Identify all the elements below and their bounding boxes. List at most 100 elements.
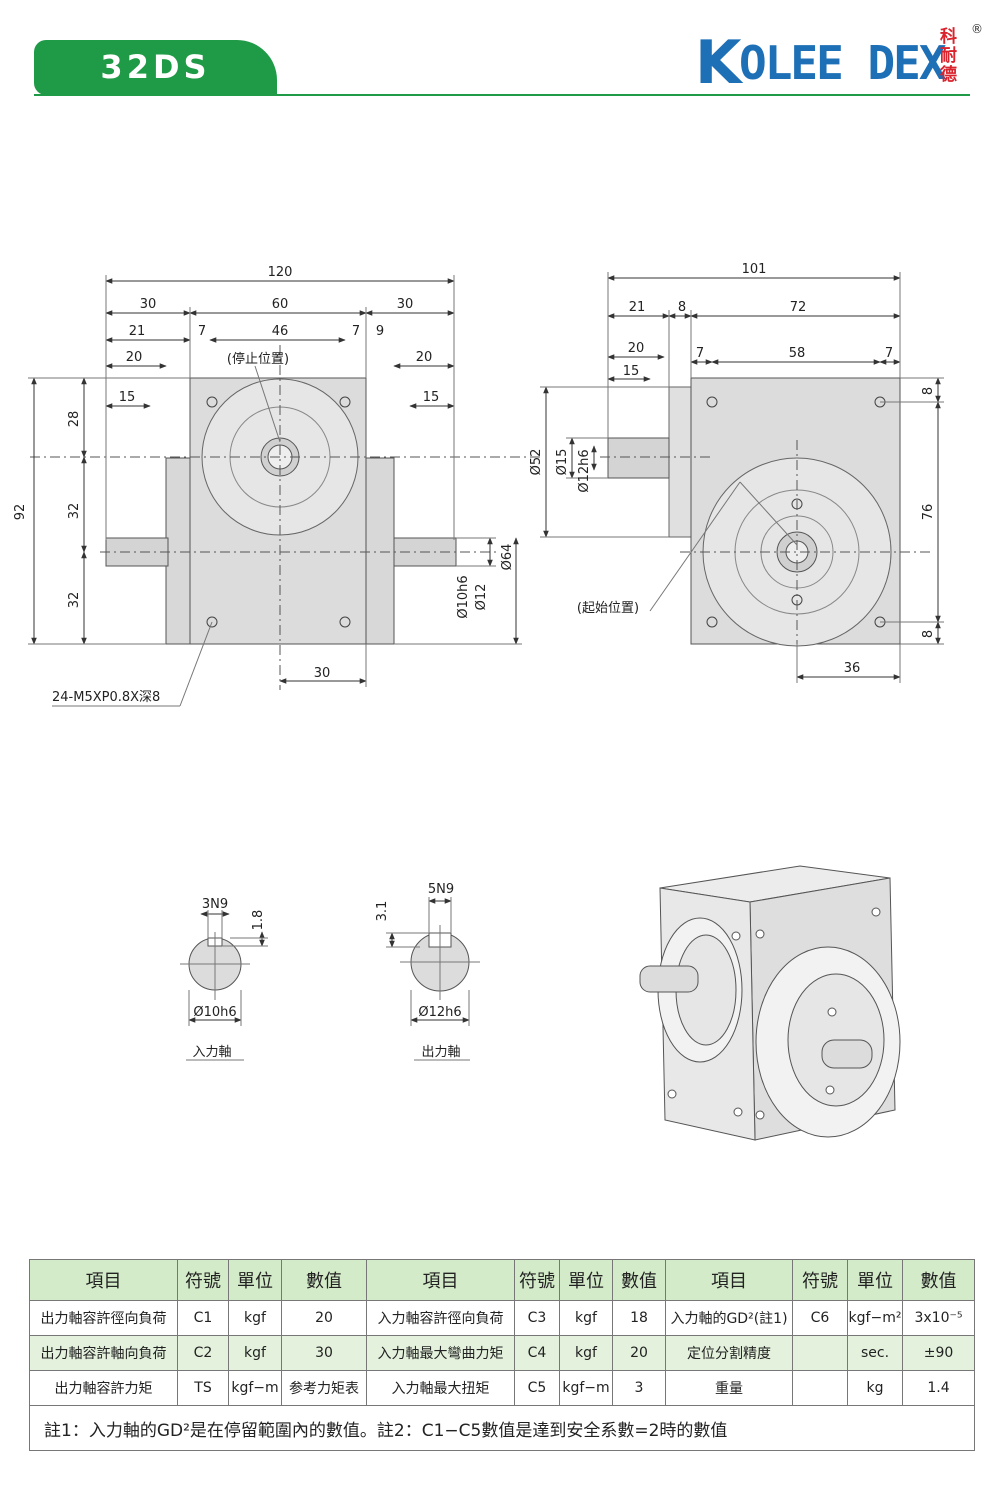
table-cell: kgf−m: [559, 1370, 613, 1406]
col-symbol-1: 符號: [177, 1259, 229, 1301]
table-cell: 30: [281, 1335, 367, 1371]
side-view: 101 21 8 72 20 7 58 7 15 Ø52 Ø15 Ø12h6 8…: [529, 262, 944, 683]
input-key-depth: 1.8: [251, 910, 266, 931]
dim-housing-width: 60: [272, 297, 289, 312]
col-unit-1: 單位: [228, 1259, 282, 1301]
dim-28: 28: [67, 411, 82, 428]
table-header-row: 項目 符號 單位 數值 項目 符號 單位 數值 項目 符號 單位 數值: [29, 1259, 975, 1301]
dim-right-offset: 30: [397, 297, 414, 312]
dim-15-left: 15: [119, 390, 136, 405]
dim-side-72: 72: [790, 300, 807, 315]
dim-side-overall: 101: [742, 262, 767, 277]
dim-21: 21: [129, 324, 146, 339]
table-cell: C6: [792, 1300, 848, 1336]
output-shaft-caption: 出力軸: [421, 1045, 460, 1060]
table-cell: 入力軸容許徑向負荷: [366, 1300, 515, 1336]
col-item-3: 項目: [665, 1259, 793, 1301]
table-row: 出力軸容許軸向負荷 C2 kgf 30 入力軸最大彎曲力矩 C4 kgf 20 …: [29, 1335, 975, 1371]
table-cell: C5: [514, 1370, 560, 1406]
hole-callout: 24-M5XP0.8X深8: [52, 690, 160, 705]
col-value-2: 數值: [612, 1259, 666, 1301]
model-tab: [34, 40, 277, 95]
table-cell: C2: [177, 1335, 229, 1371]
table-note-row: 註1：入力軸的GD²是在停留範圍內的數值。註2：C1−C5數值是達到安全系數=2…: [29, 1405, 975, 1451]
dim-overall-height: 92: [13, 504, 28, 521]
table-cell: 定位分割精度: [665, 1335, 793, 1371]
table-cell: 20: [612, 1335, 666, 1371]
logo-text: OLEE DEX: [739, 36, 947, 90]
table-cell: [792, 1370, 848, 1406]
dim-overall-width: 120: [268, 265, 293, 280]
col-unit-2: 單位: [559, 1259, 613, 1301]
col-symbol-2: 符號: [514, 1259, 560, 1301]
col-value-3: 數值: [902, 1259, 975, 1301]
table-cell: sec.: [847, 1335, 903, 1371]
output-key-size: 5N9: [428, 882, 454, 897]
start-position-label: (起始位置): [577, 601, 639, 616]
dim-hole-pitch: 46: [272, 324, 289, 339]
table-cell: 出力軸容許徑向負荷: [29, 1300, 178, 1336]
table-cell: 20: [281, 1300, 367, 1336]
dim-side-15: 15: [623, 364, 640, 379]
table-cell: kgf: [228, 1300, 282, 1336]
col-item-2: 項目: [366, 1259, 515, 1301]
dim-side-58: 58: [789, 346, 806, 361]
model-name: 32DS: [100, 48, 211, 86]
table-note: 註1：入力軸的GD²是在停留範圍內的數值。註2：C1−C5數值是達到安全系數=2…: [29, 1405, 975, 1451]
dim-20-right: 20: [416, 350, 433, 365]
table-cell: 1.4: [902, 1370, 975, 1406]
front-view: 120 30 60 30 21 7 46 7 9 20 20 15 15 (停止…: [13, 265, 540, 707]
table-row: 出力軸容許力矩 TS kgf−m 参考力矩表 入力軸最大扭矩 C5 kgf−m …: [29, 1370, 975, 1406]
stop-position-label: (停止位置): [227, 351, 289, 367]
input-shaft-caption: 入力軸: [192, 1045, 231, 1060]
dim-output-shaft-dia: Ø12h6: [577, 449, 592, 492]
dim-side-8-top: 8: [921, 387, 936, 395]
table-cell: TS: [177, 1370, 229, 1406]
table-cell: kg: [847, 1370, 903, 1406]
registered-mark: ®: [971, 22, 983, 36]
dim-side-7-left: 7: [696, 346, 704, 361]
dim-30-bottom: 30: [314, 666, 331, 681]
logo-chinese: 科耐德: [940, 27, 957, 85]
dim-20-left: 20: [126, 350, 143, 365]
table-cell: 参考力矩表: [281, 1370, 367, 1406]
dim-side-8: 8: [678, 300, 686, 315]
table-cell: 入力軸最大扭矩: [366, 1370, 515, 1406]
technical-drawing: 120 30 60 30 21 7 46 7 9 20 20 15 15 (停止…: [13, 262, 944, 1141]
dim-side-7-right: 7: [885, 346, 893, 361]
table-row: 出力軸容許徑向負荷 C1 kgf 20 入力軸容許徑向負荷 C3 kgf 18 …: [29, 1300, 975, 1336]
dim-15-right: 15: [423, 390, 440, 405]
col-unit-3: 單位: [847, 1259, 903, 1301]
dim-32-upper: 32: [67, 503, 82, 520]
side-input-shaft: [607, 437, 670, 479]
output-shaft-section: 5N9 3.1 Ø12h6 出力軸: [375, 882, 480, 1061]
table-cell: 重量: [665, 1370, 793, 1406]
table-cell: kgf−m: [228, 1370, 282, 1406]
dim-64: Ø64: [500, 544, 515, 571]
dim-side-36: 36: [844, 661, 861, 676]
table-cell: 18: [612, 1300, 666, 1336]
dim-32-lower: 32: [67, 592, 82, 609]
table-cell: kgf: [228, 1335, 282, 1371]
input-key-size: 3N9: [202, 897, 228, 912]
table-cell: 3: [612, 1370, 666, 1406]
dim-side-8-bottom: 8: [921, 630, 936, 638]
output-key-depth: 3.1: [375, 901, 390, 922]
header-divider: [34, 94, 970, 96]
side-flange: [668, 386, 692, 538]
spec-table: 項目 符號 單位 數值 項目 符號 單位 數值 項目 符號 單位 數值 出力軸容…: [29, 1259, 975, 1451]
brand-logo: K OLEE DEX 科耐德 ®: [695, 22, 985, 98]
table-cell: 3x10⁻⁵: [902, 1300, 975, 1336]
input-shaft-section: 3N9 1.8 Ø10h6 入力軸: [180, 897, 268, 1061]
col-item-1: 項目: [29, 1259, 178, 1301]
col-value-1: 數值: [281, 1259, 367, 1301]
dim-left-offset: 30: [140, 297, 157, 312]
table-cell: [792, 1335, 848, 1371]
table-cell: 出力軸容許軸向負荷: [29, 1335, 178, 1371]
table-cell: 出力軸容許力矩: [29, 1370, 178, 1406]
table-cell: 入力軸最大彎曲力矩: [366, 1335, 515, 1371]
table-cell: C1: [177, 1300, 229, 1336]
table-cell: C3: [514, 1300, 560, 1336]
logo-mark: K: [695, 28, 742, 98]
dim-9: 9: [376, 324, 384, 339]
